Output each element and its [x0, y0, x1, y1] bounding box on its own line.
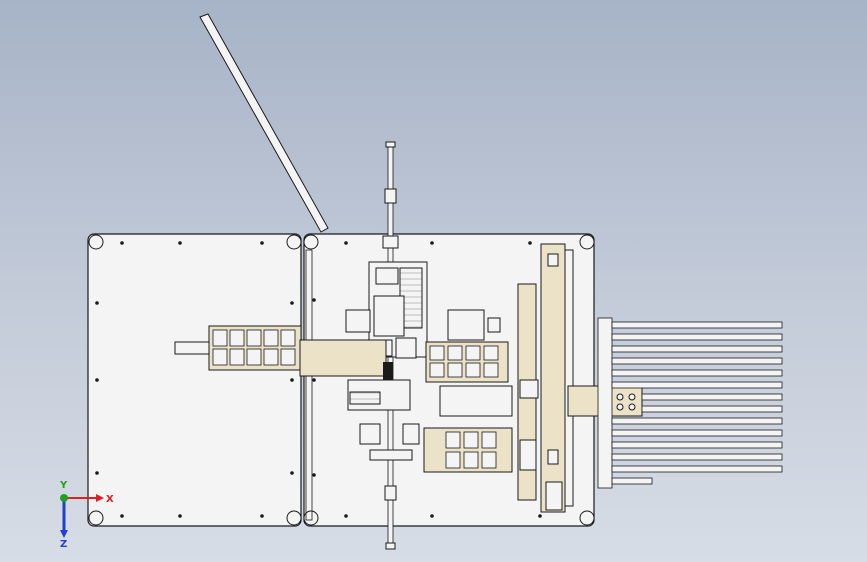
left-base-plate[interactable] — [87, 233, 302, 527]
output-tube-bundle[interactable] — [597, 317, 783, 489]
y-axis-dot — [60, 494, 68, 502]
center-right-nest-lower[interactable] — [423, 385, 513, 473]
left-feed-arm[interactable] — [174, 325, 393, 380]
x-axis-label: X — [106, 494, 114, 505]
vertical-gantry-rail[interactable] — [517, 243, 574, 513]
diagonal-rod[interactable] — [199, 13, 329, 233]
y-axis-label: Y — [59, 480, 68, 491]
lower-center-assembly[interactable] — [347, 379, 420, 461]
z-axis-label: Z — [60, 539, 67, 548]
coordinate-triad: X Y Z — [59, 480, 114, 548]
center-right-nest-upper[interactable] — [425, 309, 509, 383]
